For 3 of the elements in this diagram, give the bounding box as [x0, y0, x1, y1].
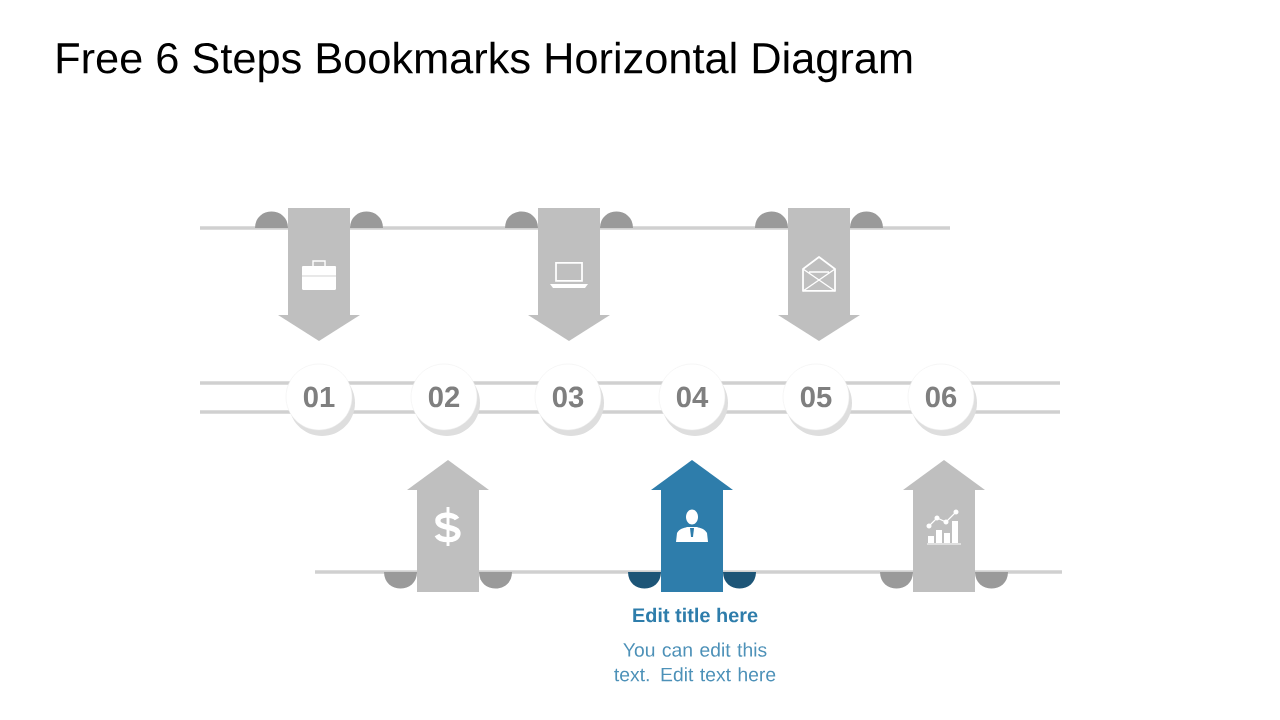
- step-title: Edit title here: [633, 607, 758, 623]
- step-description: You can edit this text. Edit text here: [614, 642, 776, 682]
- title: Free 6 Steps Bookmarks Horizontal Diagram: [57, 41, 912, 83]
